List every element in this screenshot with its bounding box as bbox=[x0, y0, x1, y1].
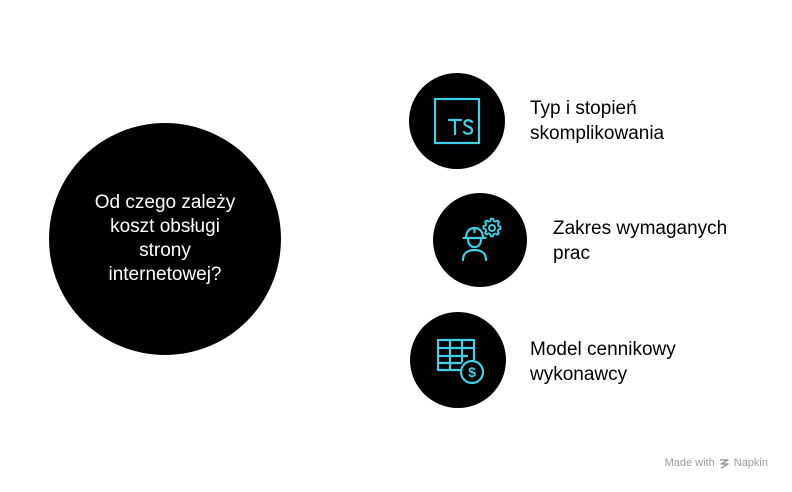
item-label-scope: Zakres wymaganych prac bbox=[553, 218, 728, 264]
item-circle-scope bbox=[433, 193, 527, 287]
item-circle-type bbox=[409, 73, 505, 169]
item-label-type: Typ i stopień skomplikowania bbox=[530, 98, 665, 144]
pricing-table-icon: $ bbox=[436, 338, 484, 385]
item-circle-pricing: $ bbox=[410, 312, 506, 408]
typescript-icon bbox=[433, 97, 481, 145]
central-topic-text: Od czego zależy koszt obsługi strony int… bbox=[94, 192, 236, 285]
svg-text:$: $ bbox=[468, 364, 476, 380]
napkin-watermark: Made with Napkin bbox=[665, 457, 768, 469]
item-label-pricing: Model cennikowy wykonawcy bbox=[530, 339, 676, 385]
napkin-logo-icon bbox=[719, 458, 729, 469]
central-topic-circle: Od czego zależy koszt obsługi strony int… bbox=[49, 123, 281, 355]
engineer-gear-icon bbox=[461, 217, 502, 262]
made-with-text: Made with bbox=[664, 457, 715, 469]
napkin-brand-text: Napkin bbox=[733, 457, 768, 469]
